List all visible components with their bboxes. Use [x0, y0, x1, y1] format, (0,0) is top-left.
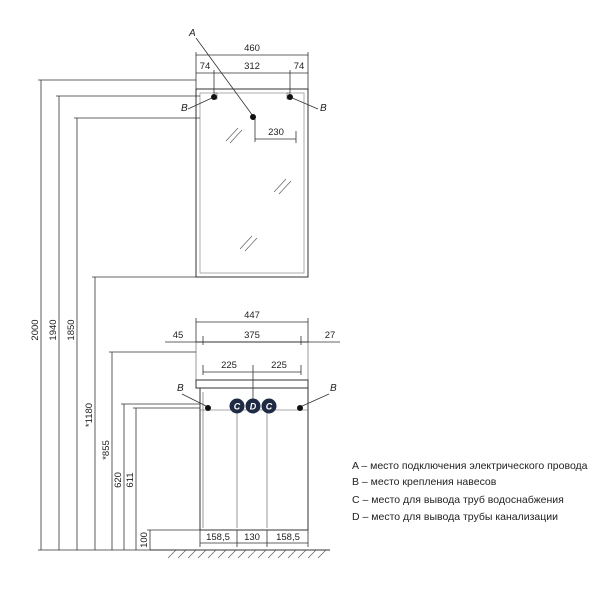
dim-mirror-total: 460: [244, 43, 260, 54]
dim-bottom-right: 158,5: [276, 532, 300, 543]
badge-d: [245, 398, 261, 414]
dim-h-620: 620: [113, 472, 124, 488]
dim-bottom-left: 158,5: [206, 532, 230, 543]
dim-cabinet-mid: 375: [244, 330, 260, 341]
dim-bottom-mid: 130: [244, 532, 260, 543]
dim-mirror-left: 74: [200, 61, 211, 72]
dim-mirror-offset: 230: [268, 127, 284, 138]
dim-h-1180: *1180: [84, 403, 95, 427]
dim-h-611: 611: [125, 472, 136, 487]
badge-d-label: D: [250, 402, 257, 412]
callout-b3: B: [177, 383, 184, 394]
mirror-dimensions: 460 74 312 74 230: [195, 43, 309, 143]
badge-c2: [261, 398, 277, 414]
legend-item-c: C – место для вывода труб водоснабжения: [352, 494, 564, 506]
legend-item-a: A – место подключения электрического про…: [352, 460, 588, 472]
dim-cabinet-left: 45: [173, 330, 184, 341]
legend-item-b: B – место крепления навесов: [352, 476, 497, 488]
badge-c1-label: C: [234, 402, 241, 412]
callout-b2: B: [320, 103, 327, 114]
dim-cabinet-right: 27: [325, 330, 336, 341]
cabinet-callouts: B B C D C: [177, 383, 337, 414]
dim-mirror-right: 74: [294, 61, 305, 72]
dim-mirror-mid: 312: [244, 61, 260, 72]
cabinet-dimensions: 447 45 375 27 225 225: [165, 310, 340, 400]
callout-a: A: [188, 28, 196, 39]
legend-item-d: D – место для вывода трубы канализации: [352, 511, 558, 523]
callout-b4: B: [330, 383, 337, 394]
badge-c1: [229, 398, 245, 414]
badge-c2-label: C: [266, 402, 273, 412]
floor: [150, 549, 330, 559]
dim-h-1940: 1940: [48, 319, 59, 340]
dim-cabinet-half-left: 225: [221, 360, 237, 371]
dim-h-1850: 1850: [66, 319, 77, 340]
height-dimensions: 2000 1940 1850 *1180 *855 620 611 100: [30, 79, 200, 551]
mirror-callouts: A B B: [181, 28, 327, 120]
dim-h-855: *855: [101, 440, 112, 460]
callout-b1: B: [181, 103, 188, 114]
dim-h-2000: 2000: [30, 319, 41, 340]
dim-cabinet-half-right: 225: [271, 360, 287, 371]
bottom-dimensions: 158,5 130 158,5: [199, 530, 309, 547]
base-cabinet: [195, 341, 309, 531]
legend: A – место подключения электрического про…: [352, 460, 588, 523]
dim-cabinet-total: 447: [244, 310, 260, 321]
dim-h-100: 100: [139, 532, 150, 548]
